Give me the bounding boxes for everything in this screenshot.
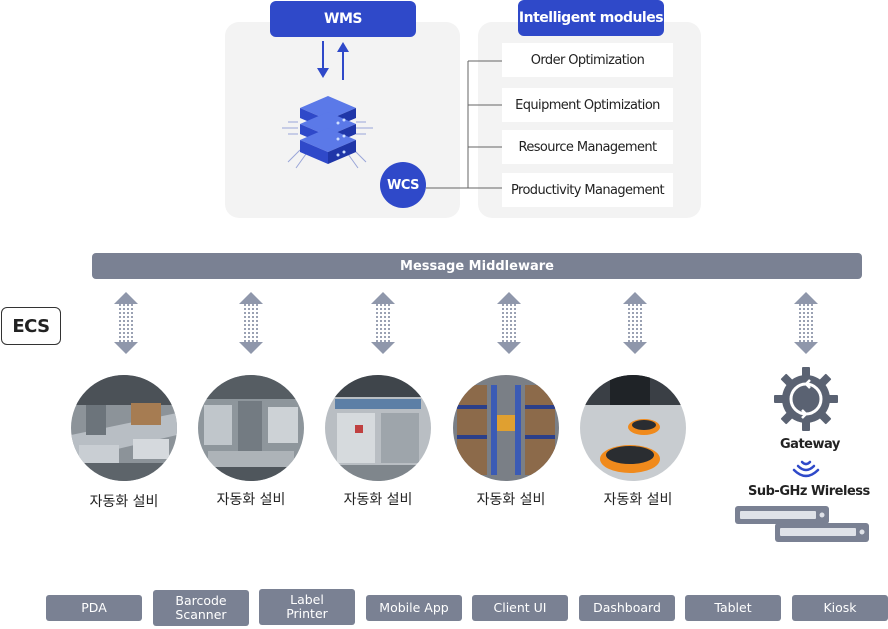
module-order-optimization: Order Optimization (502, 43, 673, 77)
equipment-label-5: 자동화 설비 (603, 492, 673, 508)
exchange-arrow-icon-3 (371, 292, 395, 354)
mobile-app-button[interactable]: Mobile App (366, 595, 462, 621)
wireless-signal-icon (792, 460, 820, 478)
equipment-label-3: 자동화 설비 (343, 492, 413, 508)
module-productivity-management: Productivity Management (502, 173, 673, 207)
gateway-devices-icon (735, 506, 869, 542)
module-resource-management: Resource Management (502, 130, 673, 164)
equipment-label-1: 자동화 설비 (89, 494, 159, 510)
dashboard-button[interactable]: Dashboard (579, 595, 675, 621)
exchange-arrow-icon-5 (623, 292, 647, 354)
server-stack-icon (282, 96, 373, 169)
exchange-arrow-icon-6 (794, 292, 818, 354)
exchange-arrow-icon-2 (239, 292, 263, 354)
exchange-arrow-icon-4 (497, 292, 521, 354)
label-printer-button[interactable]: Label Printer (259, 589, 355, 625)
intelligent-modules-label: Intelligent modules (518, 0, 664, 36)
pda-button[interactable]: PDA (46, 595, 142, 621)
wms-label: WMS (270, 1, 416, 37)
kiosk-button[interactable]: Kiosk (792, 595, 888, 621)
module-equipment-optimization: Equipment Optimization (502, 88, 673, 122)
exchange-arrow-icon-1 (114, 292, 138, 354)
label-printer-label: Label Printer (286, 592, 328, 621)
equipment-photo-3 (325, 375, 431, 481)
wcs-node: WCS (380, 162, 426, 208)
equipment-photo-1 (71, 375, 177, 481)
tablet-button[interactable]: Tablet (685, 595, 781, 621)
module-connector-lines (426, 60, 502, 189)
gateway-gear-icon (774, 367, 838, 431)
equipment-photo-5 (580, 375, 686, 481)
sub-ghz-wireless-label: Sub-GHz Wireless (748, 484, 870, 499)
equipment-label-2: 자동화 설비 (216, 492, 286, 508)
equipment-label-4: 자동화 설비 (476, 492, 546, 508)
barcode-scanner-button[interactable]: Barcode Scanner (153, 590, 249, 626)
message-middleware-bar: Message Middleware (92, 253, 862, 279)
wms-exchange-arrows-icon (317, 41, 349, 80)
client-ui-button[interactable]: Client UI (472, 595, 568, 621)
barcode-scanner-label: Barcode Scanner (175, 593, 227, 622)
ecs-label: ECS (1, 307, 61, 345)
equipment-photo-2 (198, 375, 304, 481)
gateway-label: Gateway (780, 437, 840, 452)
equipment-photo-4 (453, 375, 559, 481)
